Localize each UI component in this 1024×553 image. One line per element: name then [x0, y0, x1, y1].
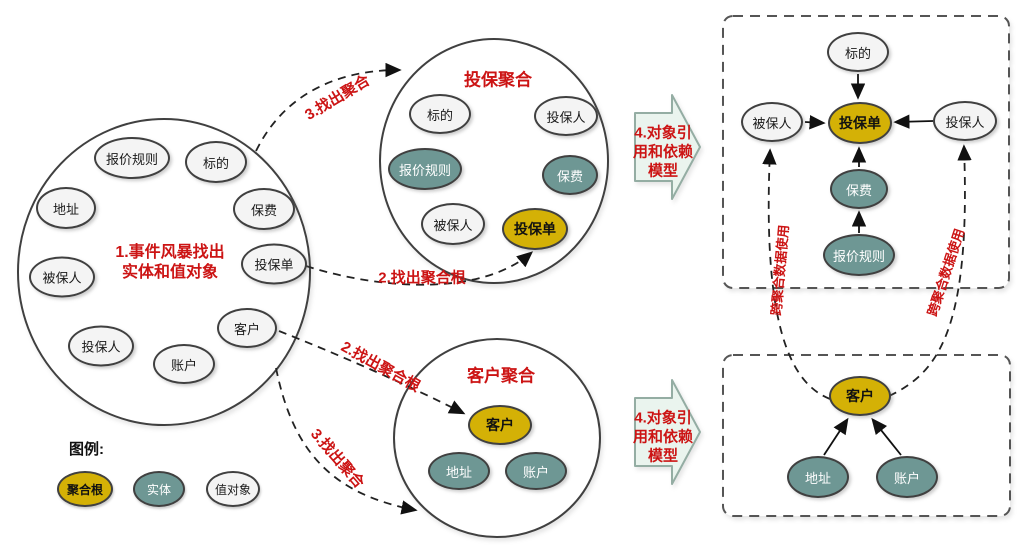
caption-line-1: 1.事件风暴找出	[115, 244, 225, 261]
insurance-aggregate-title: 投保聚合	[464, 70, 532, 90]
event-storm-caption: 1.事件风暴找出 实体和值对象	[115, 243, 224, 283]
node-applicant: 投保人	[933, 101, 997, 141]
node-subject: 标的	[409, 94, 471, 134]
arrow-insured-to-application	[804, 115, 826, 130]
legend-value-object: 值对象	[206, 471, 260, 507]
node-customer-root: 客户	[468, 405, 532, 445]
node-subject: 标的	[827, 32, 889, 72]
legend-entity: 实体	[133, 471, 185, 507]
step4-bottom-line1: 4.对象引	[634, 409, 692, 427]
node-application-root: 投保单	[828, 102, 892, 144]
node-subject: 标的	[185, 141, 247, 183]
node-insured: 被保人	[29, 256, 95, 298]
legend-title: 图例:	[69, 441, 104, 458]
node-premium: 保费	[830, 169, 888, 209]
node-insured: 被保人	[741, 102, 803, 142]
node-address: 地址	[428, 452, 490, 490]
step4-block-arrow-top	[634, 94, 701, 200]
customer-aggregate-title: 客户聚合	[467, 366, 535, 386]
label-step4-top: 4.对象引 用和依赖 模型	[633, 124, 693, 181]
node-address: 地址	[787, 456, 849, 498]
node-account: 账户	[153, 344, 215, 384]
node-address: 地址	[36, 187, 96, 229]
node-account: 账户	[505, 452, 567, 490]
label-step2-top: 2.找出聚合根	[378, 269, 466, 287]
arrow-address-to-customer	[823, 417, 849, 456]
node-premium: 保费	[542, 155, 598, 195]
step4-bottom-line2: 用和依赖	[632, 428, 694, 446]
node-application: 投保单	[241, 243, 307, 285]
node-customer: 客户	[217, 308, 277, 348]
step4-top-line2: 用和依赖	[632, 143, 694, 161]
arrow-account-to-customer	[871, 417, 902, 456]
arrow-find-aggregate-top	[255, 62, 402, 152]
node-premium: 保费	[233, 188, 295, 230]
step4-bottom-line3: 模型	[647, 447, 679, 465]
node-application-root: 投保单	[502, 208, 568, 250]
label-step4-bottom: 4.对象引 用和依赖 模型	[633, 409, 693, 466]
step4-block-arrow-bottom	[634, 379, 701, 485]
step4-top-line1: 4.对象引	[634, 124, 692, 142]
arrow-find-root-bottom	[278, 330, 466, 415]
node-insured: 被保人	[421, 203, 485, 245]
caption-line-2: 实体和值对象	[121, 264, 219, 281]
node-customer-root: 客户	[829, 376, 891, 416]
node-applicant: 投保人	[68, 325, 134, 367]
node-applicant: 投保人	[534, 96, 598, 136]
arrow-applicant-to-application	[893, 114, 934, 129]
node-account: 账户	[876, 456, 938, 498]
step4-top-line3: 模型	[647, 162, 679, 180]
node-quote-rules: 报价规则	[823, 234, 895, 276]
legend-aggregate-root: 聚合根	[57, 471, 113, 507]
arrow-cross-aggregate-left	[762, 148, 831, 400]
node-quote-rules: 报价规则	[94, 137, 170, 179]
arrow-cross-aggregate-right	[888, 144, 972, 397]
arrow-find-root-top	[305, 251, 534, 286]
arrow-find-aggregate-bottom	[275, 367, 418, 515]
node-quote-rules: 报价规则	[388, 148, 462, 190]
